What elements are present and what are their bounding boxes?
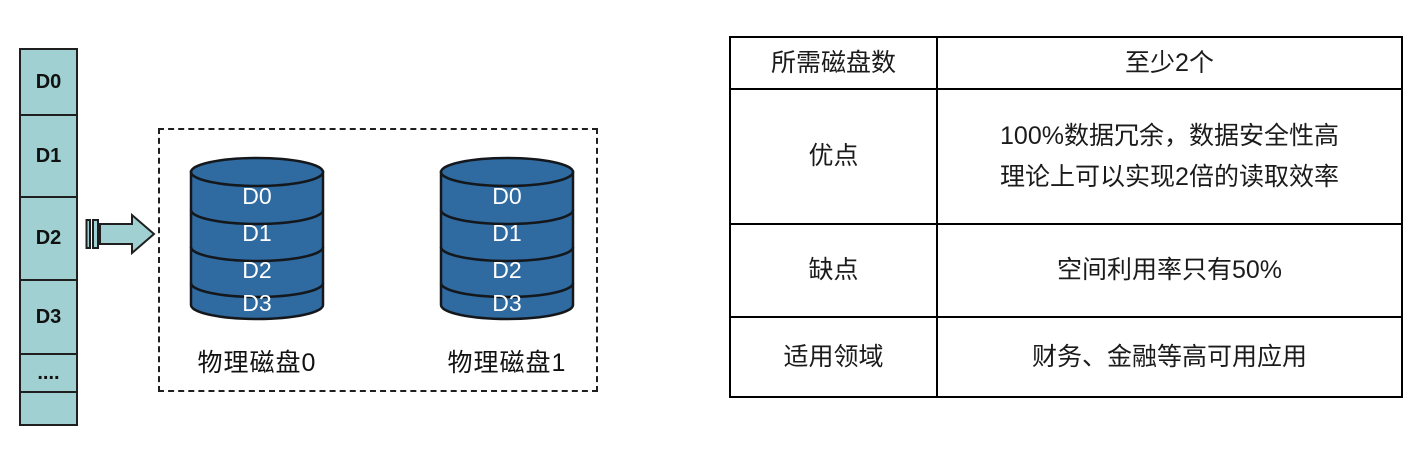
table-value-required-disks: 至少2个 xyxy=(938,38,1401,90)
table-label-disadvantages: 缺点 xyxy=(731,225,938,318)
disk-cylinder-1-icon: D0 D1 D2 D3 xyxy=(437,152,577,329)
stripe-block-d3: D3 xyxy=(19,279,78,355)
disk1-caption: 物理磁盘1 xyxy=(447,349,567,377)
table-label-required-disks: 所需磁盘数 xyxy=(731,38,938,90)
raid1-properties-table: 所需磁盘数 至少2个 优点 100%数据冗余，数据安全性高 理论上可以实现2倍的… xyxy=(729,36,1403,398)
disk0-block-d2: D2 xyxy=(242,257,271,283)
table-label-advantages: 优点 xyxy=(731,90,938,225)
disk-cylinder-0-icon: D0 D1 D2 D3 xyxy=(187,152,327,329)
mirror-arrow-icon xyxy=(84,210,158,258)
disk1-block-d0: D0 xyxy=(492,183,521,209)
logical-stripe-column: D0 D1 D2 D3 .... xyxy=(19,48,78,426)
table-value-advantages: 100%数据冗余，数据安全性高 理论上可以实现2倍的读取效率 xyxy=(938,90,1401,225)
table-label-use-cases: 适用领域 xyxy=(731,318,938,396)
stripe-block-empty xyxy=(19,391,78,426)
advantages-line-1: 100%数据冗余，数据安全性高 xyxy=(1000,121,1339,150)
disk0-block-d3: D3 xyxy=(242,290,271,316)
disk0-caption: 物理磁盘0 xyxy=(197,349,317,377)
table-value-use-cases: 财务、金融等高可用应用 xyxy=(1031,342,1307,371)
stripe-block-d0: D0 xyxy=(19,48,78,116)
disk1-block-d2: D2 xyxy=(492,257,521,283)
physical-disk-group-box xyxy=(158,128,598,392)
disk1-block-d3: D3 xyxy=(492,290,521,316)
stripe-block-ellipsis: .... xyxy=(19,353,78,393)
stripe-block-d1: D1 xyxy=(19,114,78,198)
table-value-disadvantages: 空间利用率只有50% xyxy=(938,225,1401,318)
disk0-block-d1: D1 xyxy=(242,220,271,246)
advantages-line-2: 理论上可以实现2倍的读取效率 xyxy=(1000,162,1339,191)
disk0-block-d0: D0 xyxy=(242,183,271,209)
stripe-block-d2: D2 xyxy=(19,196,78,281)
disk1-block-d1: D1 xyxy=(492,220,521,246)
